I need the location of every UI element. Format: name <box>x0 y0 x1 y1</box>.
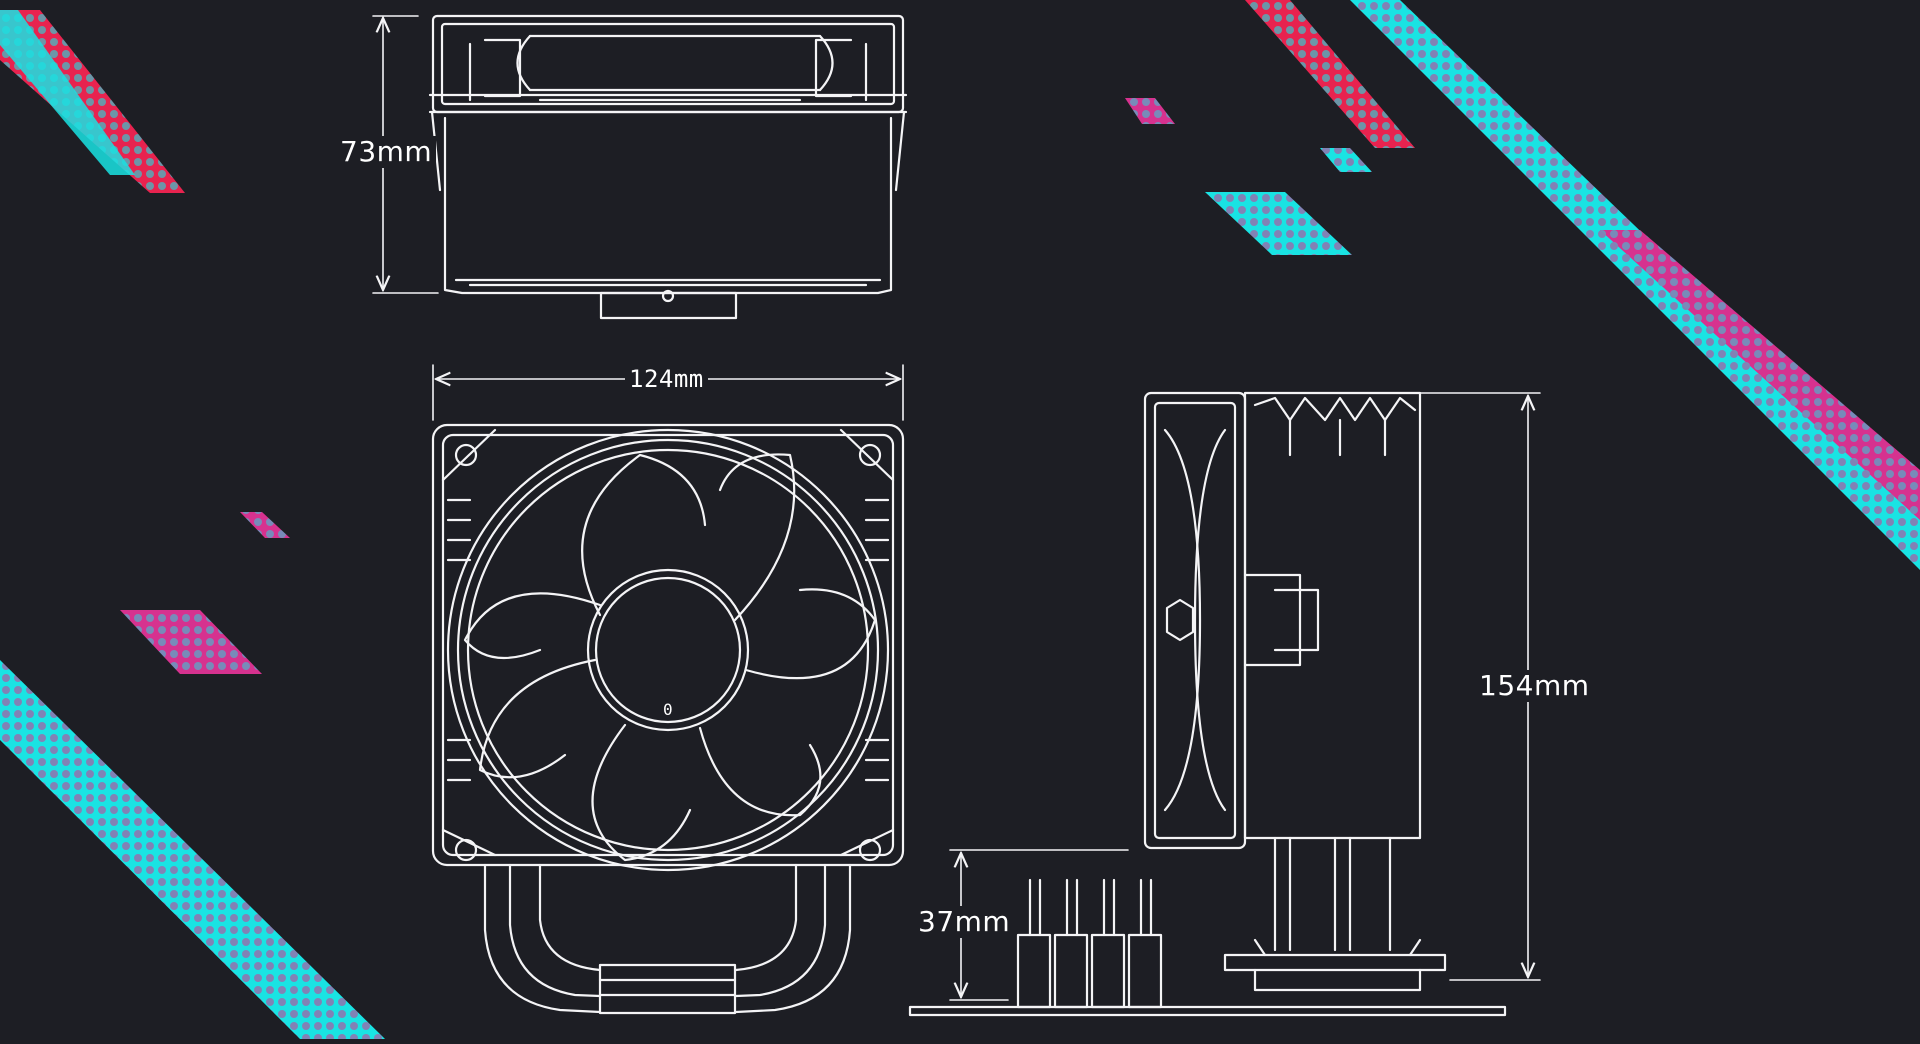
side-view <box>908 391 1507 1017</box>
dim-label-cooler-width: 124mm <box>625 363 708 395</box>
chip-left-medium <box>120 610 262 674</box>
chip-medium <box>1205 192 1352 255</box>
front-view <box>431 423 905 1015</box>
chip-small-1 <box>1125 98 1175 124</box>
top-view <box>428 14 908 320</box>
chip-left-small <box>240 512 290 538</box>
fan-hub-mark: 0 <box>663 700 674 719</box>
dim-label-cooler-height: 154mm <box>1475 670 1594 702</box>
stripe-right <box>1350 0 1920 570</box>
stripe-top-center <box>1245 0 1415 148</box>
dim-label-fan-height: 73mm <box>336 136 437 168</box>
dim-label-ram-clearance: 37mm <box>914 906 1015 938</box>
stripe-bottom-left <box>0 660 385 1039</box>
chip-small-2 <box>1320 148 1372 172</box>
dimension-lines <box>372 15 1541 1001</box>
